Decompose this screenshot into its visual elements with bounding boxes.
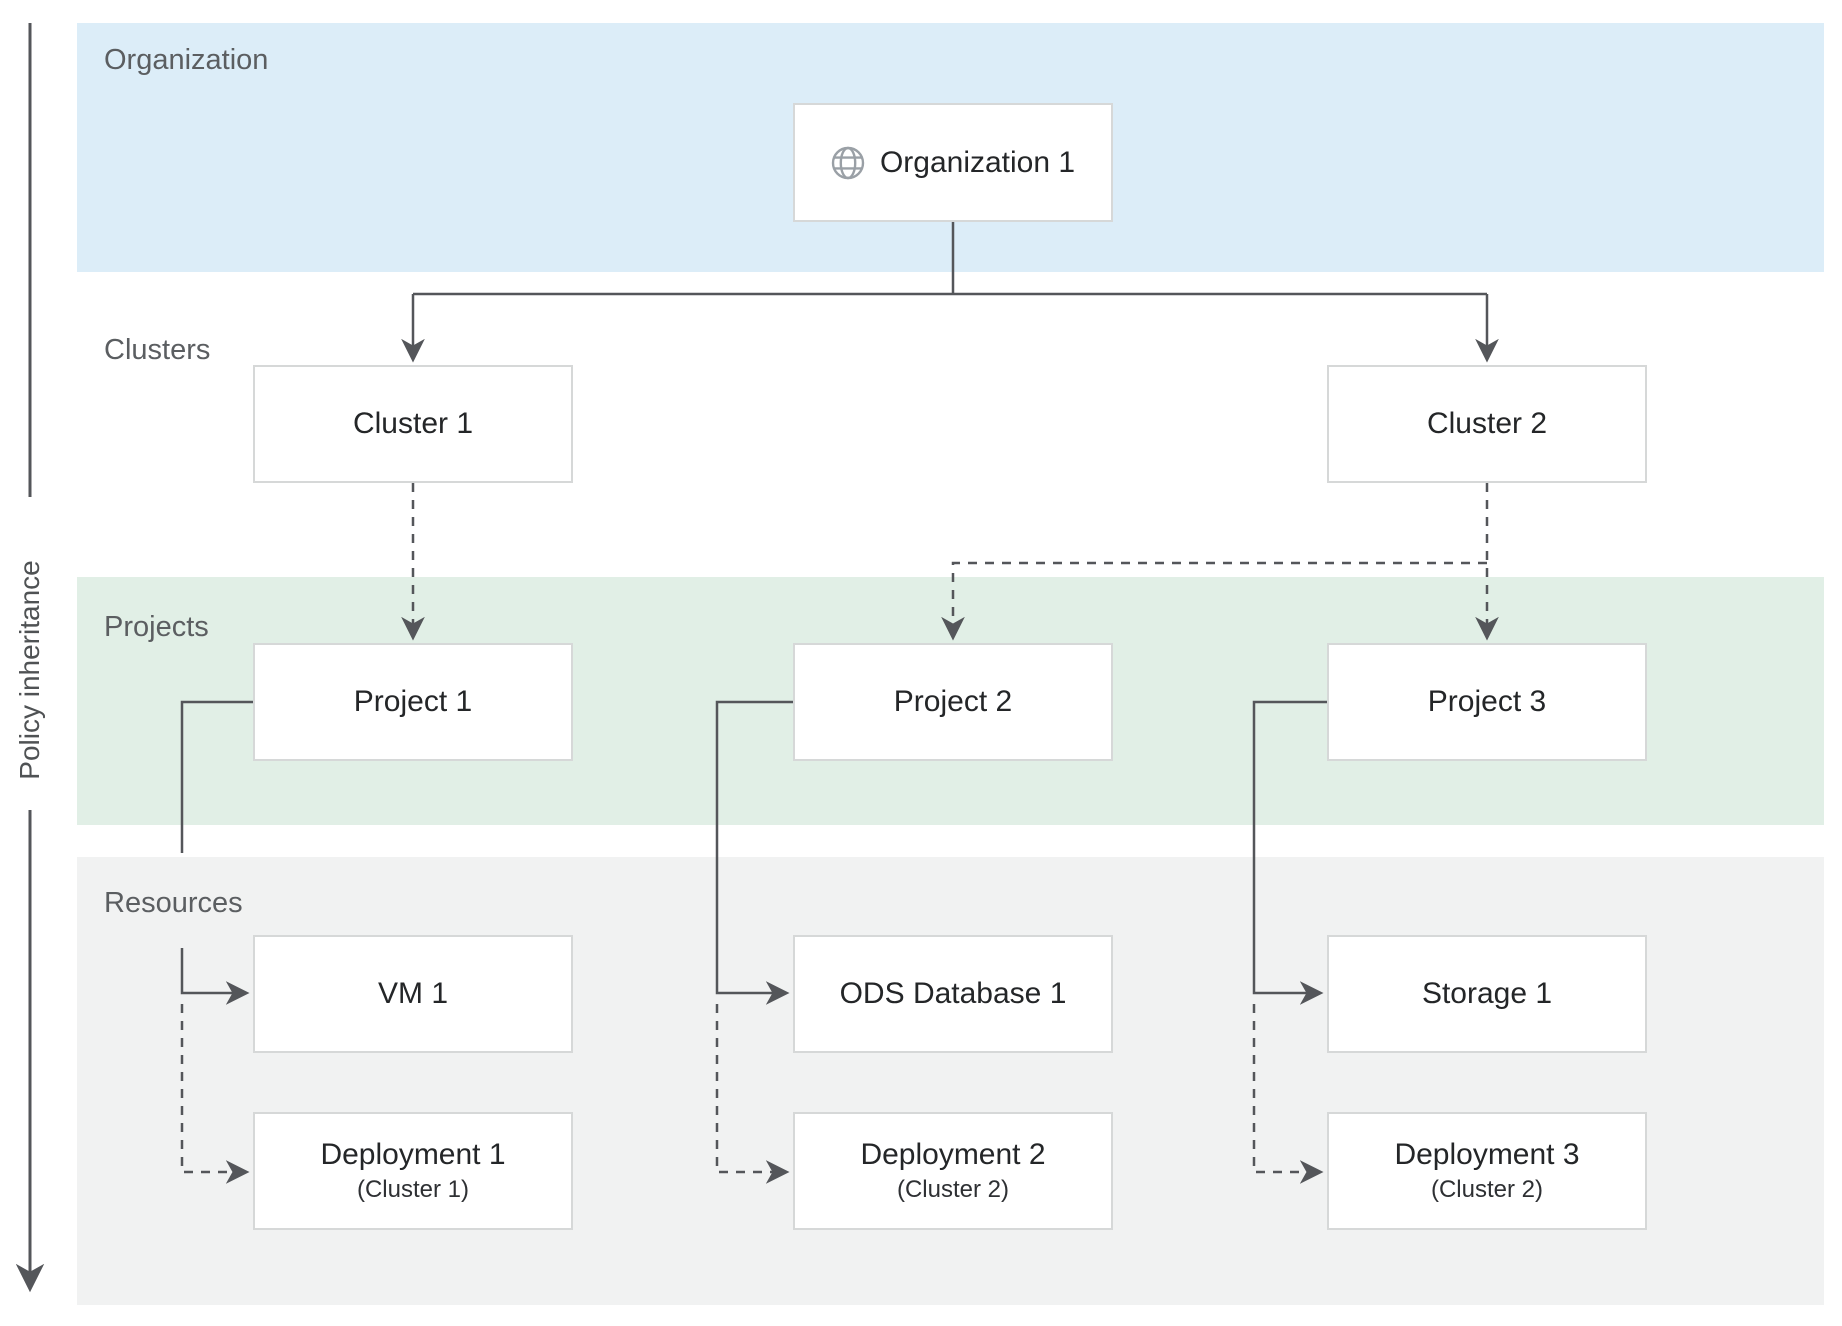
globe-icon <box>831 146 865 179</box>
node-label: Project 3 <box>1427 685 1547 718</box>
band-label-projects: Projects <box>104 611 209 643</box>
band-resources <box>77 857 1824 1305</box>
node-label: Storage 1 <box>1421 977 1553 1010</box>
node-project-2: Project 2 <box>793 643 1113 761</box>
node-sublabel: (Cluster 2) <box>896 1176 1010 1203</box>
node-sublabel: (Cluster 1) <box>356 1176 470 1203</box>
node-label: Project 2 <box>893 685 1013 718</box>
node-label: Deployment 3 <box>1394 1138 1580 1171</box>
band-label-organization: Organization <box>104 44 269 76</box>
node-label: Cluster 1 <box>352 407 474 440</box>
node-sublabel: (Cluster 2) <box>1430 1176 1544 1203</box>
node-label: ODS Database 1 <box>839 977 1067 1010</box>
node-label: Project 1 <box>353 685 473 718</box>
node-deployment-2: Deployment 2 (Cluster 2) <box>793 1112 1113 1230</box>
node-label: Deployment 2 <box>860 1138 1046 1171</box>
node-deployment-3: Deployment 3 (Cluster 2) <box>1327 1112 1647 1230</box>
node-label: Cluster 2 <box>1426 407 1548 440</box>
node-label: Deployment 1 <box>320 1138 506 1171</box>
node-storage-1: Storage 1 <box>1327 935 1647 1053</box>
node-organization-1: Organization 1 <box>793 103 1113 222</box>
node-ods-database-1: ODS Database 1 <box>793 935 1113 1053</box>
band-label-clusters: Clusters <box>104 334 211 366</box>
band-label-resources: Resources <box>104 887 243 919</box>
node-project-3: Project 3 <box>1327 643 1647 761</box>
policy-inheritance-label: Policy inheritance <box>14 560 45 780</box>
node-label: VM 1 <box>377 977 449 1010</box>
node-cluster-1: Cluster 1 <box>253 365 573 483</box>
node-label: Organization 1 <box>879 145 1076 179</box>
node-cluster-2: Cluster 2 <box>1327 365 1647 483</box>
node-vm-1: VM 1 <box>253 935 573 1053</box>
node-deployment-1: Deployment 1 (Cluster 1) <box>253 1112 573 1230</box>
node-project-1: Project 1 <box>253 643 573 761</box>
